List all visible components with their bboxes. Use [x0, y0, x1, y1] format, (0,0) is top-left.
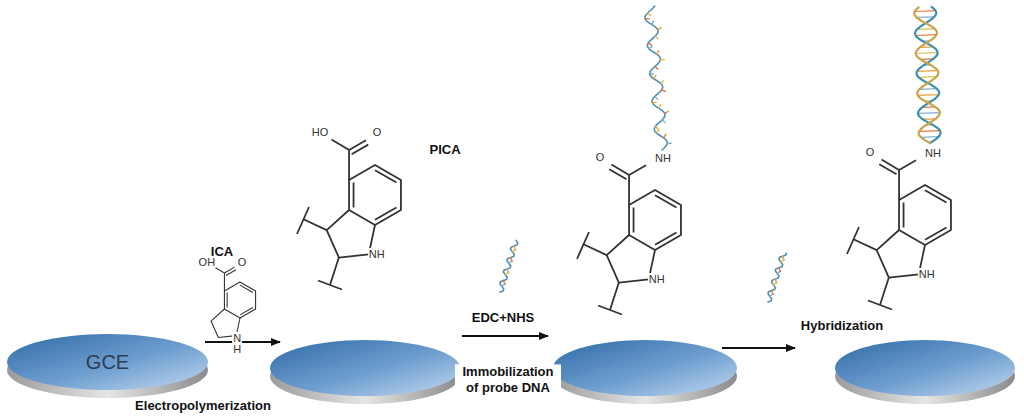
atom-label: NH: [368, 248, 386, 260]
dna-stroke: [655, 66, 658, 69]
electrode: [270, 340, 460, 404]
dna-stroke: [664, 134, 666, 137]
step-arrow: [722, 347, 795, 349]
dna-stroke: [648, 13, 651, 16]
electrode-disc: GCE: [5, 332, 210, 404]
dna-stroke: [648, 43, 651, 46]
dna-stroke: [649, 46, 652, 48]
dna-stroke: [661, 81, 664, 84]
atom-label: O: [865, 146, 876, 158]
dna-stroke: [500, 240, 518, 292]
dna-stroke: [652, 102, 656, 104]
step-arrow: [462, 335, 548, 337]
dna-stroke: [917, 70, 938, 72]
dna-stroke: [662, 120, 665, 123]
dna-stroke: [655, 36, 658, 39]
dna-stroke: [918, 94, 939, 96]
dna-stroke: [658, 28, 661, 30]
dna-stroke: [775, 279, 776, 283]
dna-stroke: [645, 6, 667, 150]
step-label: Immobilization of probe DNA: [455, 364, 561, 395]
dna-stroke: [655, 96, 658, 99]
atom-label: NH: [924, 147, 942, 159]
dna-stroke: [660, 59, 664, 61]
ica-molecule: [211, 267, 256, 338]
dna-stroke: [655, 127, 658, 130]
dna-stroke: [657, 51, 659, 54]
dna-stroke: [916, 34, 937, 36]
atom-label: NH: [918, 268, 936, 280]
dna-stroke: [772, 291, 773, 295]
dna-stroke: [511, 258, 512, 262]
electrode: [553, 340, 737, 404]
node-label: GCE: [86, 351, 129, 374]
dna-stroke: [919, 130, 940, 132]
atom-label: O: [237, 256, 248, 268]
dna-stroke: [507, 269, 508, 273]
dna-stroke: [915, 7, 941, 143]
dna-stroke: [653, 75, 656, 78]
dna-stroke: [645, 18, 649, 20]
step-label: EDC+NHS: [471, 311, 536, 325]
atom-label: NH: [648, 273, 666, 285]
dna-stroke: [656, 130, 659, 132]
step-arrow: [205, 341, 280, 343]
electrode: [835, 340, 1015, 404]
atom-label: OH: [198, 256, 217, 268]
step-label: Hybridization: [800, 319, 884, 333]
atom-label: O: [595, 151, 606, 163]
dna-stroke: [768, 253, 786, 302]
dna-stroke: [504, 281, 505, 285]
dna-stroke: [914, 7, 940, 143]
atom-label: HO: [311, 126, 330, 138]
dna-stroke: [779, 268, 780, 272]
dna-stroke: [514, 246, 515, 250]
dna-stroke: [652, 21, 654, 24]
atom-label: O: [372, 126, 383, 138]
atom-label: H: [232, 343, 242, 355]
dna-stroke: [662, 90, 666, 92]
dna-stroke: [650, 73, 654, 75]
dna-stroke: [665, 111, 668, 113]
atom-label: NH: [654, 152, 672, 164]
step-label: PICA: [428, 143, 461, 157]
dna-stroke: [916, 52, 938, 54]
dna-stroke: [918, 112, 940, 114]
pica-molecule: [297, 140, 401, 290]
dna-stroke: [659, 105, 661, 108]
probe-linker: [577, 165, 681, 315]
dna-stroke: [783, 256, 784, 260]
dna-strands: [500, 6, 941, 302]
step-label: Electropolymerization: [134, 399, 272, 413]
dna-stroke: [667, 142, 671, 144]
dna-stroke: [915, 10, 936, 12]
hybrid-linker: [847, 160, 951, 310]
